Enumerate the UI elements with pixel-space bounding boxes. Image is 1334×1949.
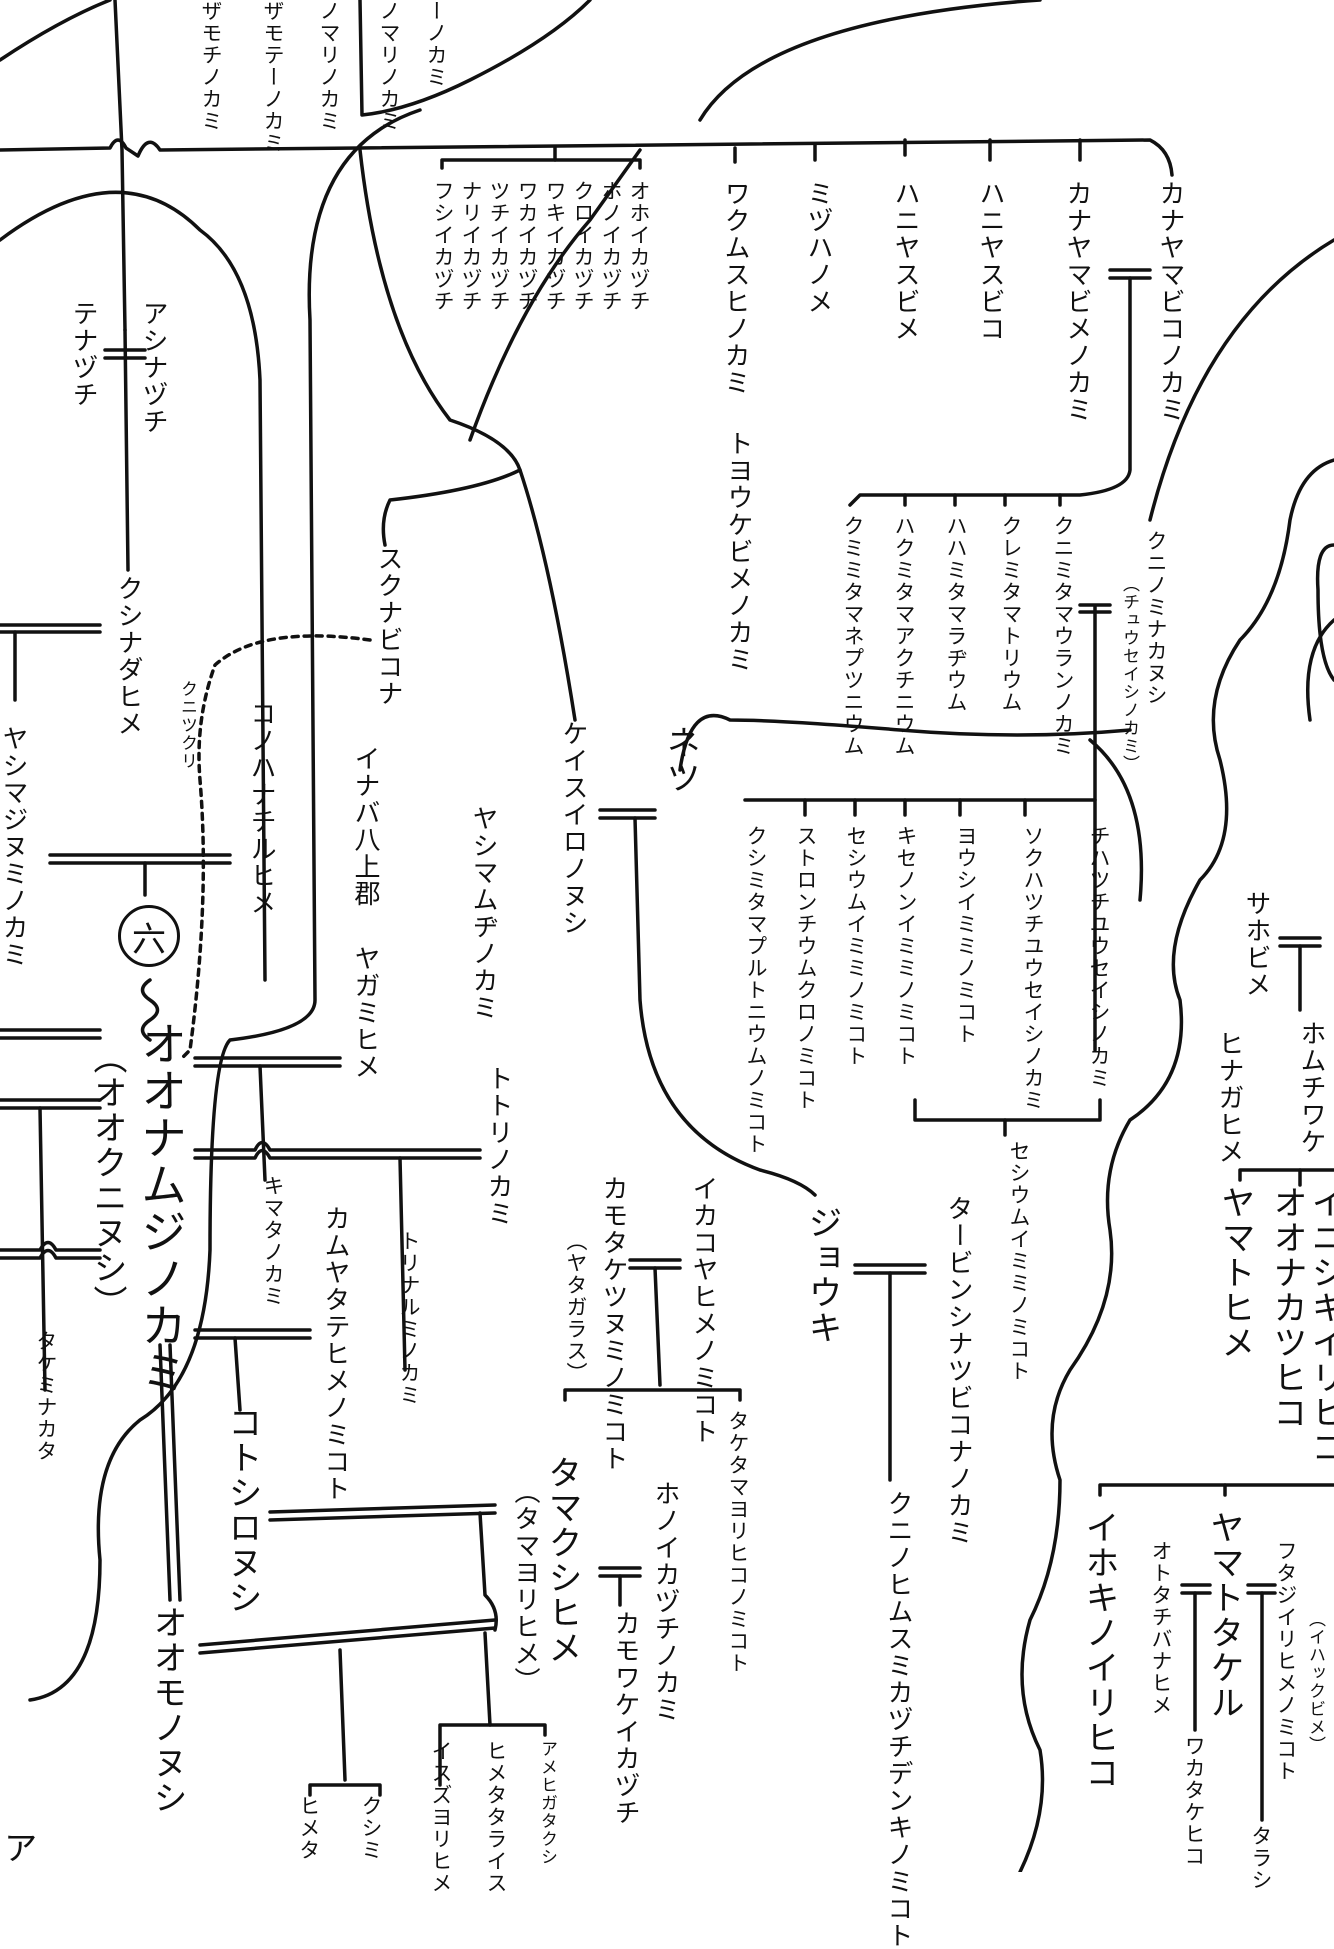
name-bottom-left-a: ア [0, 1830, 37, 1865]
name-hahamitama: ハハミタマラヂウム [944, 515, 968, 713]
name-kunimitama-uran: クニミタマウランノカミ [1051, 515, 1075, 757]
name-toyoukebime: トヨウケビメノカミ [723, 430, 753, 673]
name-bottom-child-0: ヒメタ [297, 1795, 321, 1861]
name-kunitsukuri: クニツクリ [177, 680, 197, 770]
name-bottom-child-3: ヒメタタライス [484, 1740, 508, 1894]
name-kanayamabime: カナヤマビメノカミ [1062, 180, 1092, 423]
top-fragment-3: ノマリノカミ [317, 0, 341, 132]
name-mizuhanome: ミヅハノメ [803, 180, 833, 315]
name-totori: トトリノカミ [483, 1065, 513, 1227]
name-kuninominakanushi: クニノミナカヌシ [1144, 530, 1168, 706]
name-ototachibana: オトタチバナヒメ [1149, 1540, 1173, 1716]
name-honoikazuchi-top: ホノイカヅチ [599, 180, 623, 312]
name-kumimitama: クミミタマネプツニウム [841, 515, 865, 757]
name-takemagoyorihiko: タケタマヨリヒコノミコト [726, 1410, 750, 1674]
name-kunohimusumi: クニノヒムスミカヅチデンキノミコト [883, 1490, 913, 1949]
name-kuroikazuchi: クロイカヅチ [571, 180, 595, 312]
name-nariikazuchi: ナリイカヅチ [459, 180, 483, 312]
name-turbine: タービンシナツビコナノカミ [943, 1195, 973, 1546]
name-bottom-child-2: イスズヨリヒメ [429, 1740, 453, 1894]
name-kisenon: キセノンイミミノミコト [894, 825, 918, 1067]
name-bottom-child-1: クシミ [359, 1795, 383, 1861]
name-yashimamuji: ヤシマムヂノカミ [468, 805, 498, 1021]
top-fragment-1: ザモチノカミ [199, 0, 223, 132]
name-takeminakata: タケミナカタ [34, 1330, 58, 1462]
name-tarashi: タラシ [1249, 1825, 1273, 1891]
name-ashinazuchi: アシナヅチ [138, 300, 168, 435]
name-jouki: ジョウキ [802, 1205, 842, 1345]
top-fragment-0: ーノカミ [424, 0, 448, 88]
name-chihatsuchi: チハツチユウセイシノカミ [1087, 825, 1111, 1089]
name-haniyasubime: ハニヤスビメ [890, 180, 920, 342]
name-kotoshironushi: コトシロヌシ [222, 1405, 262, 1615]
name-sutoronchiumu: ストロンチウムクロノミコト [794, 825, 818, 1111]
name-sukunabikona: スクナビコナ [373, 545, 403, 707]
lineage-lines [0, 0, 1334, 1872]
name-youshi: ヨウシイミミノミコト [954, 825, 978, 1045]
name-ihakugi: （イハックビメ） [1305, 1610, 1325, 1754]
name-wakaikazuchi: ワカイカヅチ [515, 180, 539, 312]
name-ookuninushi-paren: （オオクニヌシ） [87, 1040, 127, 1320]
name-yagamihime: ヤガミヒメ [350, 945, 380, 1080]
name-seshiumu: セシウムイミミノミコト [1007, 1140, 1031, 1382]
name-yashimajinumi: ヤシマジヌミノカミ [0, 725, 28, 968]
name-hinagahime: ヒナガヒメ [1214, 1030, 1244, 1165]
name-haniyasubiko: ハニヤスビコ [975, 180, 1005, 342]
name-ohoikazuchi: オホイカヅチ [627, 180, 651, 312]
name-yamatohime: ヤマトヒメ [1215, 1185, 1255, 1360]
name-oonakatsuhiko: オオナカツヒコ [1267, 1185, 1307, 1430]
name-wakatake: ワカタケヒコ [1182, 1735, 1206, 1867]
name-oomononushi: オオモノヌシ [147, 1605, 187, 1815]
top-fragment-2: ザモテーノカミ [261, 0, 285, 154]
name-inaba-hakami: イナバ八上郡 [350, 745, 380, 907]
name-tamakushihime: タマクシヒメ [542, 1455, 582, 1665]
name-fushiikazuchi: フシイカヅチ [431, 180, 455, 312]
name-homuchiwake: ホムチワケ [1296, 1020, 1326, 1155]
name-seshiumu-child: セシウムイミミノミコト [844, 825, 868, 1067]
name-honoikazuchi: ホノイカヅチノカミ [650, 1480, 680, 1723]
badge-six: 六 [118, 905, 180, 967]
name-tenazuchi: テナヅチ [68, 300, 98, 408]
name-wakiikazuchi: ワキイカヅチ [543, 180, 567, 312]
name-ihokinoirihiko: イホキノイリヒコ [1079, 1510, 1119, 1790]
name-tsuchiikazuchi: ツチイカヅチ [487, 180, 511, 312]
name-wakumusubi: ワクムスヒノカミ [720, 180, 750, 396]
name-yatagarasu: （ヤタガラス） [564, 1230, 588, 1384]
name-futaji: フタジイリヒメノミコト [1274, 1540, 1298, 1782]
name-kamotaketsunumi: カモタケツヌミノミコト [598, 1175, 628, 1472]
name-netsu: ネツ [660, 725, 700, 795]
name-keisuironushi: ケイスイロノヌシ [558, 720, 588, 936]
name-kamowakeikazuchi: カモワケイカヅチ [610, 1610, 640, 1826]
name-kimatanokami: キマタノカミ [261, 1175, 285, 1307]
name-kuremitama: クレミタマトリウム [999, 515, 1023, 713]
name-oonamuji: オオナムジノカミ [134, 1020, 188, 1396]
name-kanayamabiko: カナヤマビコノカミ [1155, 180, 1185, 423]
name-konohanachiruhime: コノハナチルヒメ [246, 700, 276, 916]
name-ini: イニシキイリヒコ [1305, 1185, 1334, 1465]
name-hakumitama: ハクミタマアクチニウム [892, 515, 916, 757]
name-ikakoyahime: イカコヤヒメノミコト [688, 1175, 718, 1445]
name-torinarumi: トリナルミノカミ [397, 1230, 421, 1406]
name-kamuyatatehime: カムヤタテヒメノミコト [320, 1205, 350, 1502]
name-sokuhatsuchi: ソクハツチユウセイシノカミ [1021, 825, 1045, 1111]
name-kushinadahime: クシナダヒメ [113, 575, 143, 737]
name-kushimitama-pluto: クシミタマプルトニウムノミコト [744, 825, 768, 1155]
name-yamatotakeru: ヤマトタケル [1204, 1510, 1244, 1720]
name-bottom-child-4: アメヒガタクシ [537, 1740, 557, 1866]
name-sahobime: サホビメ [1241, 890, 1271, 998]
top-fragment-4: ノマリノカミ [377, 0, 401, 132]
name-chuuseishi: （チュウセイシノカミ） [1119, 575, 1139, 773]
name-tamayorihime: （タマヨリヒメ） [510, 1478, 540, 1694]
